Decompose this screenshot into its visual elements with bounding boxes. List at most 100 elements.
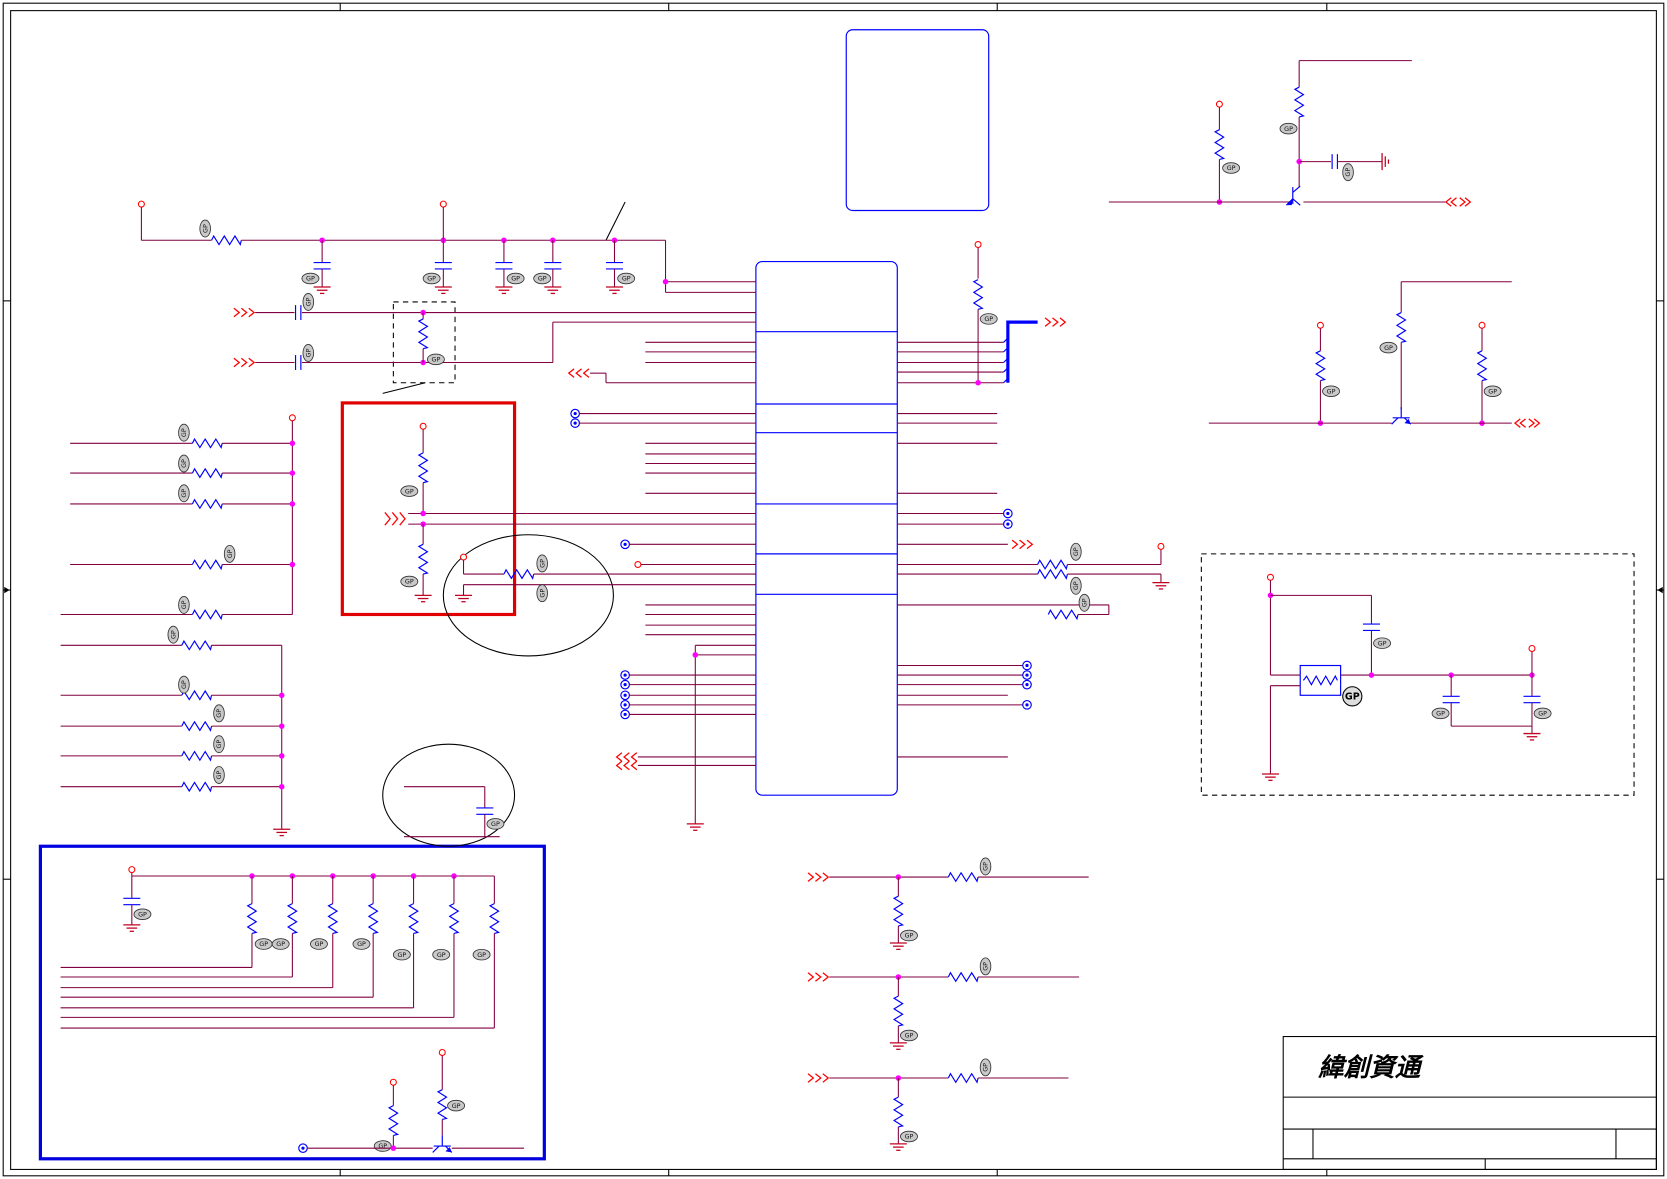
gp-tag-oval <box>979 857 992 876</box>
gp-tag-label: GP <box>1344 168 1352 177</box>
gp-tag-oval <box>1222 162 1241 174</box>
gp-tag-label: GP <box>982 962 990 971</box>
capacitor <box>294 305 302 320</box>
resistor <box>246 903 258 934</box>
gp-tag: GP <box>178 675 190 694</box>
gp-tag-label: GP <box>397 951 406 959</box>
gp-tag-oval <box>1342 163 1354 182</box>
chevron <box>248 307 256 318</box>
gp-tag-label: GP <box>306 275 315 283</box>
power-pin <box>1478 321 1486 329</box>
power-pin <box>419 422 427 430</box>
gp-tag: GP <box>199 219 211 238</box>
resistor <box>947 971 979 983</box>
junction-dot <box>390 1145 397 1151</box>
capacitor <box>434 262 452 270</box>
gp-tag: GP <box>979 957 992 976</box>
gp-tag-label: GP <box>538 559 546 568</box>
gp-tag: GP <box>426 353 445 366</box>
gp-tag-label: GP <box>215 740 223 749</box>
gp-tag-oval <box>422 272 441 285</box>
bus-line <box>1006 320 1038 383</box>
power-pin <box>389 1078 397 1086</box>
junction-dot <box>289 561 296 568</box>
gp-tag: GP <box>1222 162 1241 174</box>
gp-tag-oval <box>426 353 445 366</box>
dashed-section-box <box>1200 553 1635 796</box>
chevron <box>1533 418 1541 428</box>
gp-tag-oval <box>392 948 411 961</box>
chevron <box>240 357 248 368</box>
capacitor <box>294 355 302 370</box>
gp-tag-oval <box>178 675 190 694</box>
connector-ring <box>1022 700 1032 710</box>
red-highlight-box <box>340 401 517 617</box>
connector-center <box>623 712 627 717</box>
offpage-connector-in <box>384 512 406 526</box>
connector-center <box>1025 663 1029 668</box>
transistor <box>432 1135 453 1153</box>
resistor <box>211 234 242 246</box>
gp-tag-label: GP <box>180 459 188 468</box>
chevron <box>822 972 830 982</box>
connector-center <box>623 693 627 697</box>
gp-tag: GP <box>373 1140 392 1152</box>
gp-tag: GP <box>533 272 552 285</box>
ground-symbol <box>889 1042 907 1050</box>
gp-tag-label: GP <box>1384 344 1393 352</box>
gp-tag-label: GP <box>1227 164 1236 172</box>
resistor <box>436 1089 448 1121</box>
gp-tag-label: GP <box>304 348 312 357</box>
resistor <box>1047 609 1079 621</box>
gp-tag: GP <box>1483 385 1502 397</box>
chevron <box>815 872 822 882</box>
chevron <box>1519 418 1527 428</box>
ground-symbol <box>1261 773 1279 781</box>
gp-tag: GP <box>536 584 548 603</box>
gp-tag: GP <box>900 929 918 942</box>
gp-tag: GP <box>1431 707 1450 720</box>
resistor <box>972 279 984 310</box>
gp-tag-label: GP <box>538 275 547 283</box>
chevron <box>1464 197 1472 207</box>
gp-tag-label: GP <box>905 1032 914 1040</box>
gp-tag-oval <box>178 484 190 503</box>
gp-tag: GP <box>900 1029 918 1042</box>
test-point-connector <box>1022 700 1032 710</box>
resistor <box>947 1072 979 1084</box>
resistor <box>191 559 223 571</box>
gp-tag-oval <box>271 938 290 950</box>
resistor <box>181 639 213 652</box>
ground-symbol <box>686 823 704 831</box>
connector-ring <box>1003 519 1013 529</box>
resistor <box>488 903 501 934</box>
gp-tag: GP <box>133 908 152 921</box>
capacitor <box>605 262 623 270</box>
gp-tag: GP <box>301 272 320 285</box>
chevron <box>391 512 399 526</box>
gp-tag-oval <box>1373 637 1392 649</box>
offpage-connector-out <box>567 368 590 378</box>
gp-badge: GP <box>1342 686 1363 707</box>
gp-tag: GP <box>392 948 411 961</box>
test-point-connector <box>620 539 630 550</box>
title-block: 緯創資通 <box>1282 1036 1657 1170</box>
power-pin <box>1215 100 1223 108</box>
connector-ring <box>1022 660 1032 671</box>
capacitor <box>1523 695 1541 704</box>
gp-tag-oval <box>213 766 225 784</box>
ground-symbol <box>414 594 432 603</box>
gp-tag-label: GP <box>378 1142 387 1150</box>
gp-tag-oval <box>979 957 992 976</box>
gp-tag-label: GP <box>477 951 486 959</box>
resistor <box>191 437 223 450</box>
resistor <box>387 1105 400 1136</box>
resistor <box>892 895 905 927</box>
capacitor <box>1331 154 1339 170</box>
chevron <box>1019 539 1026 550</box>
ground-symbol <box>1381 153 1390 171</box>
connector-center <box>573 411 577 416</box>
capacitor <box>544 262 562 270</box>
